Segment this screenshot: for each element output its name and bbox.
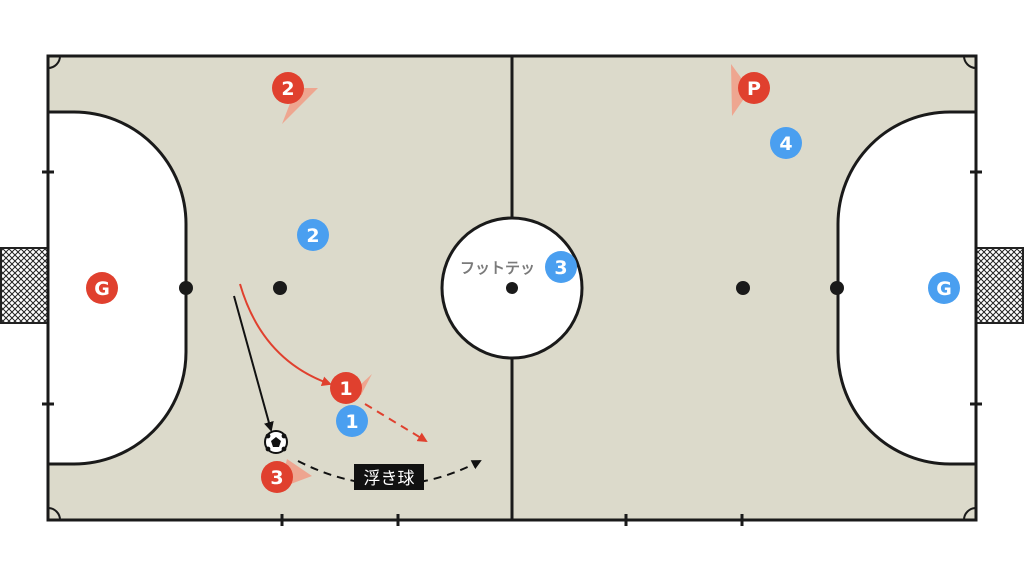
blue-player-3[interactable]: 3: [545, 251, 577, 283]
svg-text:P: P: [747, 78, 761, 100]
soccer-ball-icon: [264, 430, 288, 454]
blue-player-1[interactable]: 1: [336, 405, 368, 437]
touchline-ticks: [42, 170, 982, 526]
svg-text:3: 3: [554, 257, 567, 279]
svg-text:1: 1: [345, 411, 358, 433]
blue-player-4[interactable]: 4: [770, 127, 802, 159]
corner-arcs: [47, 55, 977, 521]
red-player-2[interactable]: 2: [272, 72, 304, 104]
red-dashed-run-arrow: [364, 403, 428, 443]
svg-text:2: 2: [281, 78, 294, 100]
left-goal: [0, 247, 49, 324]
lob-pass-label: 浮き球: [354, 464, 424, 490]
center-spot: [506, 282, 518, 294]
right-goal: [975, 247, 1024, 324]
blue-player-2[interactable]: 2: [297, 219, 329, 251]
red-run-arrow: [239, 283, 332, 387]
svg-text:G: G: [94, 278, 110, 300]
svg-text:G: G: [936, 278, 952, 300]
left-second-penalty-spot: [273, 281, 287, 295]
pass-arrow: [233, 295, 274, 432]
pitch-marks: [179, 281, 844, 295]
red-team: G 2 1 3 P: [86, 72, 770, 493]
svg-text:4: 4: [779, 133, 792, 155]
svg-text:3: 3: [270, 467, 283, 489]
blue-goalkeeper[interactable]: G: [928, 272, 960, 304]
blue-team: 2 3 1 4 G: [297, 127, 960, 437]
right-penalty-spot: [830, 281, 844, 295]
svg-text:浮き球: 浮き球: [364, 469, 415, 489]
right-penalty-area: [836, 110, 978, 466]
goal-net-icon: [0, 247, 49, 324]
right-second-penalty-spot: [736, 281, 750, 295]
red-pivot[interactable]: P: [738, 72, 770, 104]
svg-text:1: 1: [339, 378, 352, 400]
left-penalty-spot: [179, 281, 193, 295]
red-player-3[interactable]: 3: [261, 461, 293, 493]
svg-text:2: 2: [306, 225, 319, 247]
red-goalkeeper[interactable]: G: [86, 272, 118, 304]
watermark-text: フットテッ: [460, 259, 535, 277]
goal-net-icon: [975, 247, 1024, 324]
red-player-1[interactable]: 1: [330, 372, 362, 404]
